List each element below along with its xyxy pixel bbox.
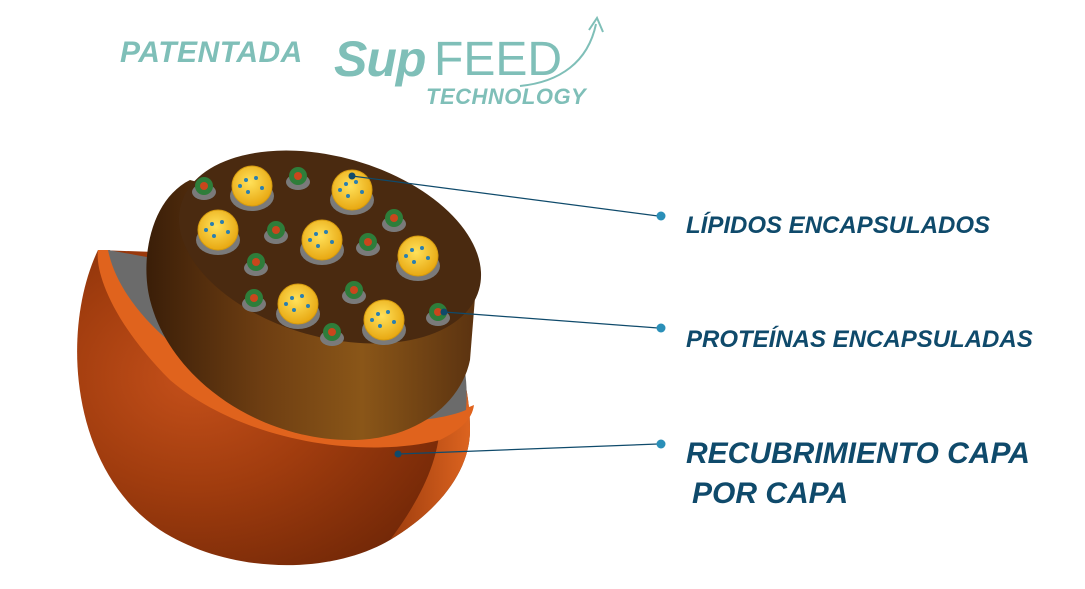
- lipid-capsule: [300, 219, 344, 265]
- pointer-dot-icon: [656, 439, 666, 449]
- lipid-capsule: [330, 169, 374, 215]
- lipid-capsules: [196, 165, 440, 345]
- label-proteinas-encapsuladas: PROTEÍNAS ENCAPSULADAS: [686, 326, 1033, 353]
- label-recubrimiento-line1: RECUBRIMIENTO CAPA: [686, 437, 1030, 470]
- lipid-capsule: [276, 283, 320, 329]
- protein-capsule: [382, 209, 406, 232]
- lipid-capsule: [230, 165, 274, 211]
- label-lipidos-encapsulados: LÍPIDOS ENCAPSULADOS: [686, 212, 991, 239]
- leader-lines: [348, 172, 666, 458]
- protein-capsule: [244, 253, 268, 276]
- protein-capsule: [356, 233, 380, 256]
- label-recubrimiento: RECUBRIMIENTO CAPA POR CAPA: [686, 434, 1030, 514]
- supfeed-logo: Sup FEED TECHNOLOGY: [330, 12, 610, 112]
- logo-sup-text: Sup: [334, 31, 426, 87]
- logo-feed-text: FEED: [434, 33, 563, 86]
- leader-line-proteinas: [440, 308, 666, 333]
- lipid-capsule: [362, 299, 406, 345]
- pointer-dot-icon: [656, 323, 666, 333]
- leader-line-lipidos: [348, 172, 666, 221]
- lipid-capsule: [196, 209, 240, 255]
- pointer-dot-icon: [656, 211, 666, 221]
- protein-capsules: [192, 167, 450, 346]
- leader-line-recubrimiento: [394, 439, 666, 458]
- logo-technology-text: TECHNOLOGY: [426, 84, 587, 109]
- label-recubrimiento-line2: POR CAPA: [692, 477, 849, 510]
- lipid-capsule: [396, 235, 440, 281]
- protein-capsule: [192, 177, 216, 200]
- upward-curve-arrow-icon: [519, 15, 604, 87]
- protein-capsule: [286, 167, 310, 190]
- brand-patentada-text: PATENTADA: [120, 36, 303, 69]
- protein-capsule: [264, 221, 288, 244]
- protein-capsule: [242, 289, 266, 312]
- protein-capsule: [320, 323, 344, 346]
- protein-capsule: [342, 281, 366, 304]
